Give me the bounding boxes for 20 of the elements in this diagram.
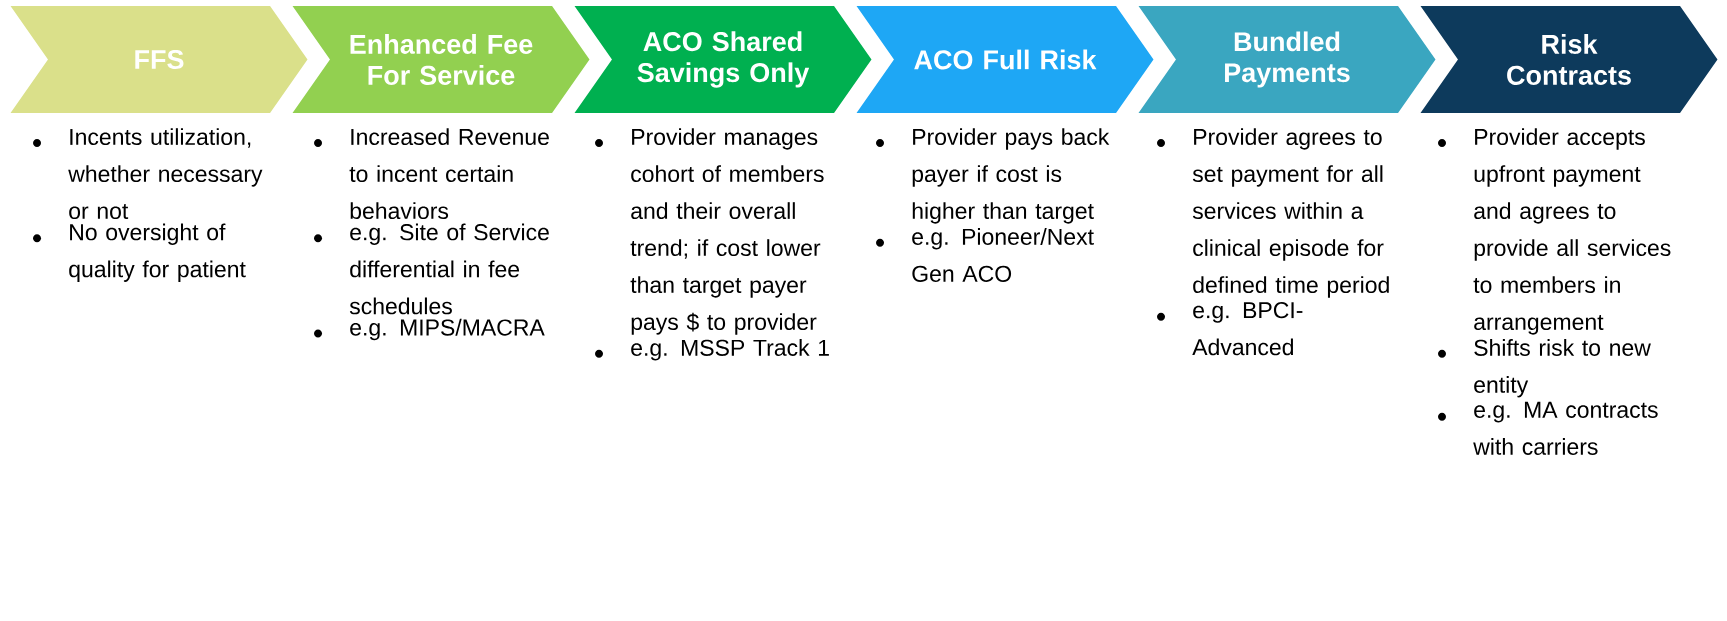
bullet-item: Increased Revenue to incent certain behaviors <box>349 128 549 220</box>
bullet-item: No oversight of quality for patient <box>69 223 246 282</box>
bullet-item: e.g. MA contracts with carriers <box>1473 401 1658 455</box>
bullet-item: Provider accepts upfront payment and agrees to provide all services to members in arrangement <box>1473 128 1671 335</box>
bullet-item: Incents utilization, whether necessary or not <box>68 128 263 220</box>
bullet-item: Provider manages cohort of members and their overall trend; if cost lower than target payer pays $ to provider <box>630 128 824 335</box>
bullet-item: Provider pays back payer if cost is higher than target <box>912 128 1110 224</box>
chevron-step: Enhanced Fee For Service <box>292 6 590 113</box>
chevron-step: FFS <box>10 6 308 113</box>
chevron-step: ACO Full Risk <box>856 6 1154 113</box>
bullet-item: e.g. BPCI-Advanced <box>1192 302 1303 356</box>
bullet-item: e.g. Pioneer/Next Gen ACO <box>912 228 1094 282</box>
bullet-item: Shifts risk to new entity <box>1474 339 1651 398</box>
chevron-step: ACO Shared Savings Only <box>574 6 872 113</box>
bullet-item: e.g. MSSP Track 1 <box>631 339 829 361</box>
chevron-step: Bundled Payments <box>1138 6 1436 113</box>
bullet-item: Provider agrees to set payment for all services within a clinical episode for defined time period <box>1192 128 1389 298</box>
bullet-item: e.g. Site of Service differential in fee schedules <box>349 223 549 315</box>
bullet-item: e.g. MIPS/MACRA <box>350 318 545 341</box>
chevron-step: Risk Contracts <box>1420 6 1718 113</box>
